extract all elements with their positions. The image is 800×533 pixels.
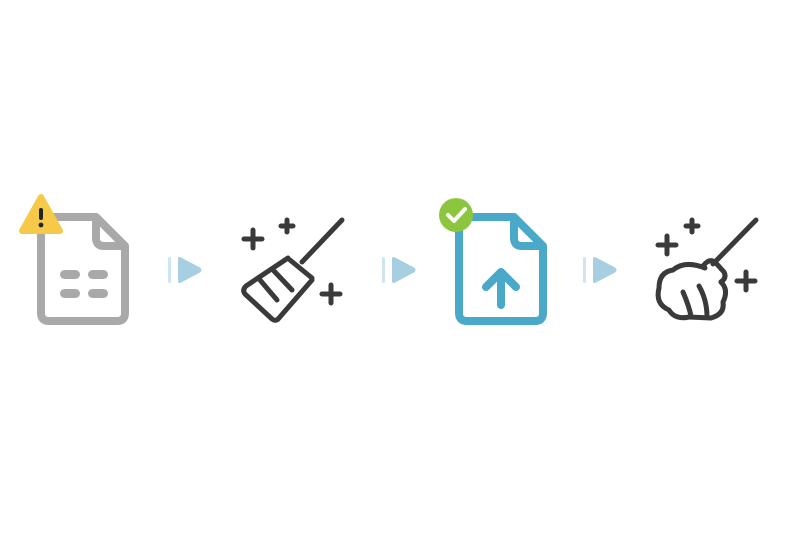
step-document-warning (18, 194, 138, 330)
sparkling-mop-icon (655, 217, 759, 321)
play-arrow-icon (583, 257, 617, 283)
step-broom (232, 210, 352, 325)
upload-document-icon (439, 198, 547, 325)
play-arrow-icon (168, 257, 202, 283)
play-arrow-icon (382, 257, 416, 283)
flow-arrow-2 (382, 255, 418, 285)
flow-arrow-3 (583, 255, 619, 285)
sparkling-broom-icon (241, 217, 345, 323)
warning-badge-icon (19, 194, 63, 234)
warning-document-icon (19, 194, 129, 325)
flow-arrow-1 (168, 255, 204, 285)
step-document-upload (436, 195, 556, 330)
check-badge-icon (439, 198, 473, 232)
step-mop (645, 210, 770, 325)
